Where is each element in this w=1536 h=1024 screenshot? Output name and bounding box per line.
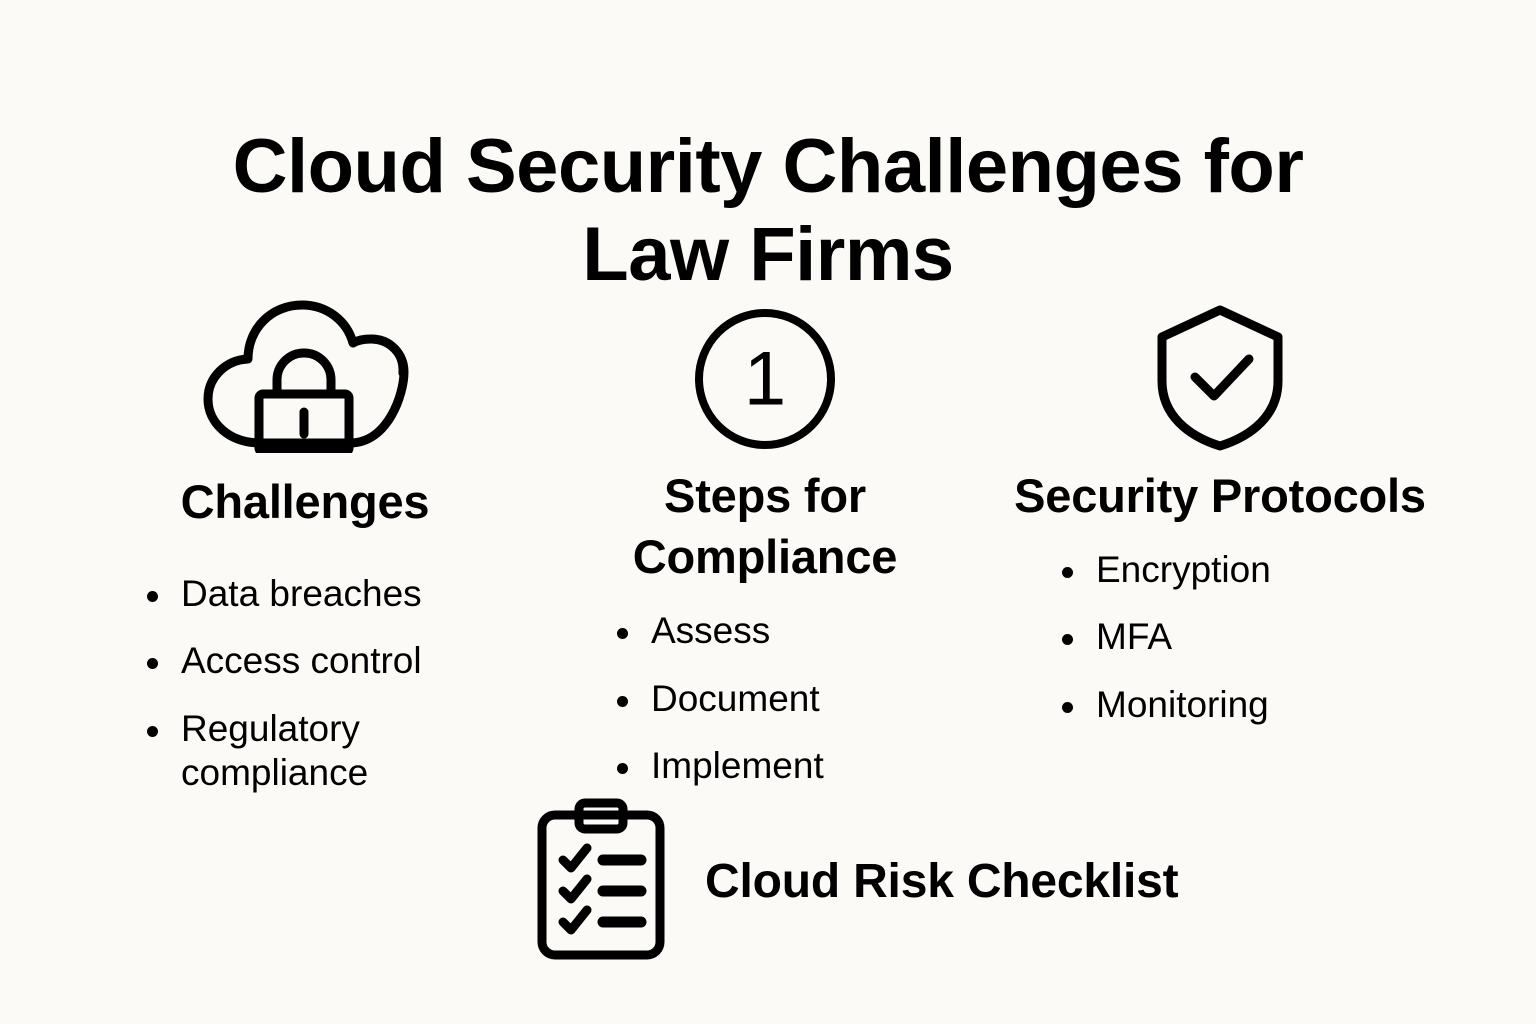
clipboard-checklist-icon	[533, 798, 669, 964]
column-steps-for-compliance: 1 Steps for Compliance Assess Document I…	[565, 285, 965, 788]
bullet-list-steps-for-compliance: Assess Document Implement	[565, 609, 965, 788]
column-challenges: Challenges Data breaches Access control …	[95, 285, 515, 796]
column-heading-challenges: Challenges	[180, 475, 430, 528]
shield-check-icon	[1010, 285, 1430, 453]
list-item: Document	[615, 677, 965, 721]
bullet-list-security-protocols: Encryption MFA Monitoring	[1010, 548, 1430, 727]
circled-number-value: 1	[744, 337, 786, 422]
cloud-risk-checklist-label: Cloud Risk Checklist	[705, 854, 1179, 908]
list-item: Data breaches	[145, 572, 515, 616]
list-item: Monitoring	[1060, 683, 1430, 727]
column-security-protocols: Security Protocols Encryption MFA Monito…	[1010, 285, 1430, 727]
bullet-list-challenges: Data breaches Access control Regulatory …	[95, 572, 515, 796]
list-item: Access control	[145, 639, 515, 683]
column-heading-security-protocols: Security Protocols	[1014, 469, 1426, 522]
columns-container: Challenges Data breaches Access control …	[0, 285, 1536, 805]
cloud-risk-checklist-row: Cloud Risk Checklist	[533, 798, 1179, 964]
column-heading-steps-for-compliance: Steps for Compliance	[632, 469, 898, 584]
list-item: Encryption	[1060, 548, 1430, 592]
list-item: MFA	[1060, 615, 1430, 659]
circled-number-one-icon: 1	[565, 285, 965, 453]
list-item: Regulatory compliance	[145, 707, 515, 796]
page-title: Cloud Security Challenges for Law Firms	[232, 123, 1304, 298]
list-item: Implement	[615, 744, 965, 788]
cloud-lock-icon	[95, 285, 515, 453]
list-item: Assess	[615, 609, 965, 653]
